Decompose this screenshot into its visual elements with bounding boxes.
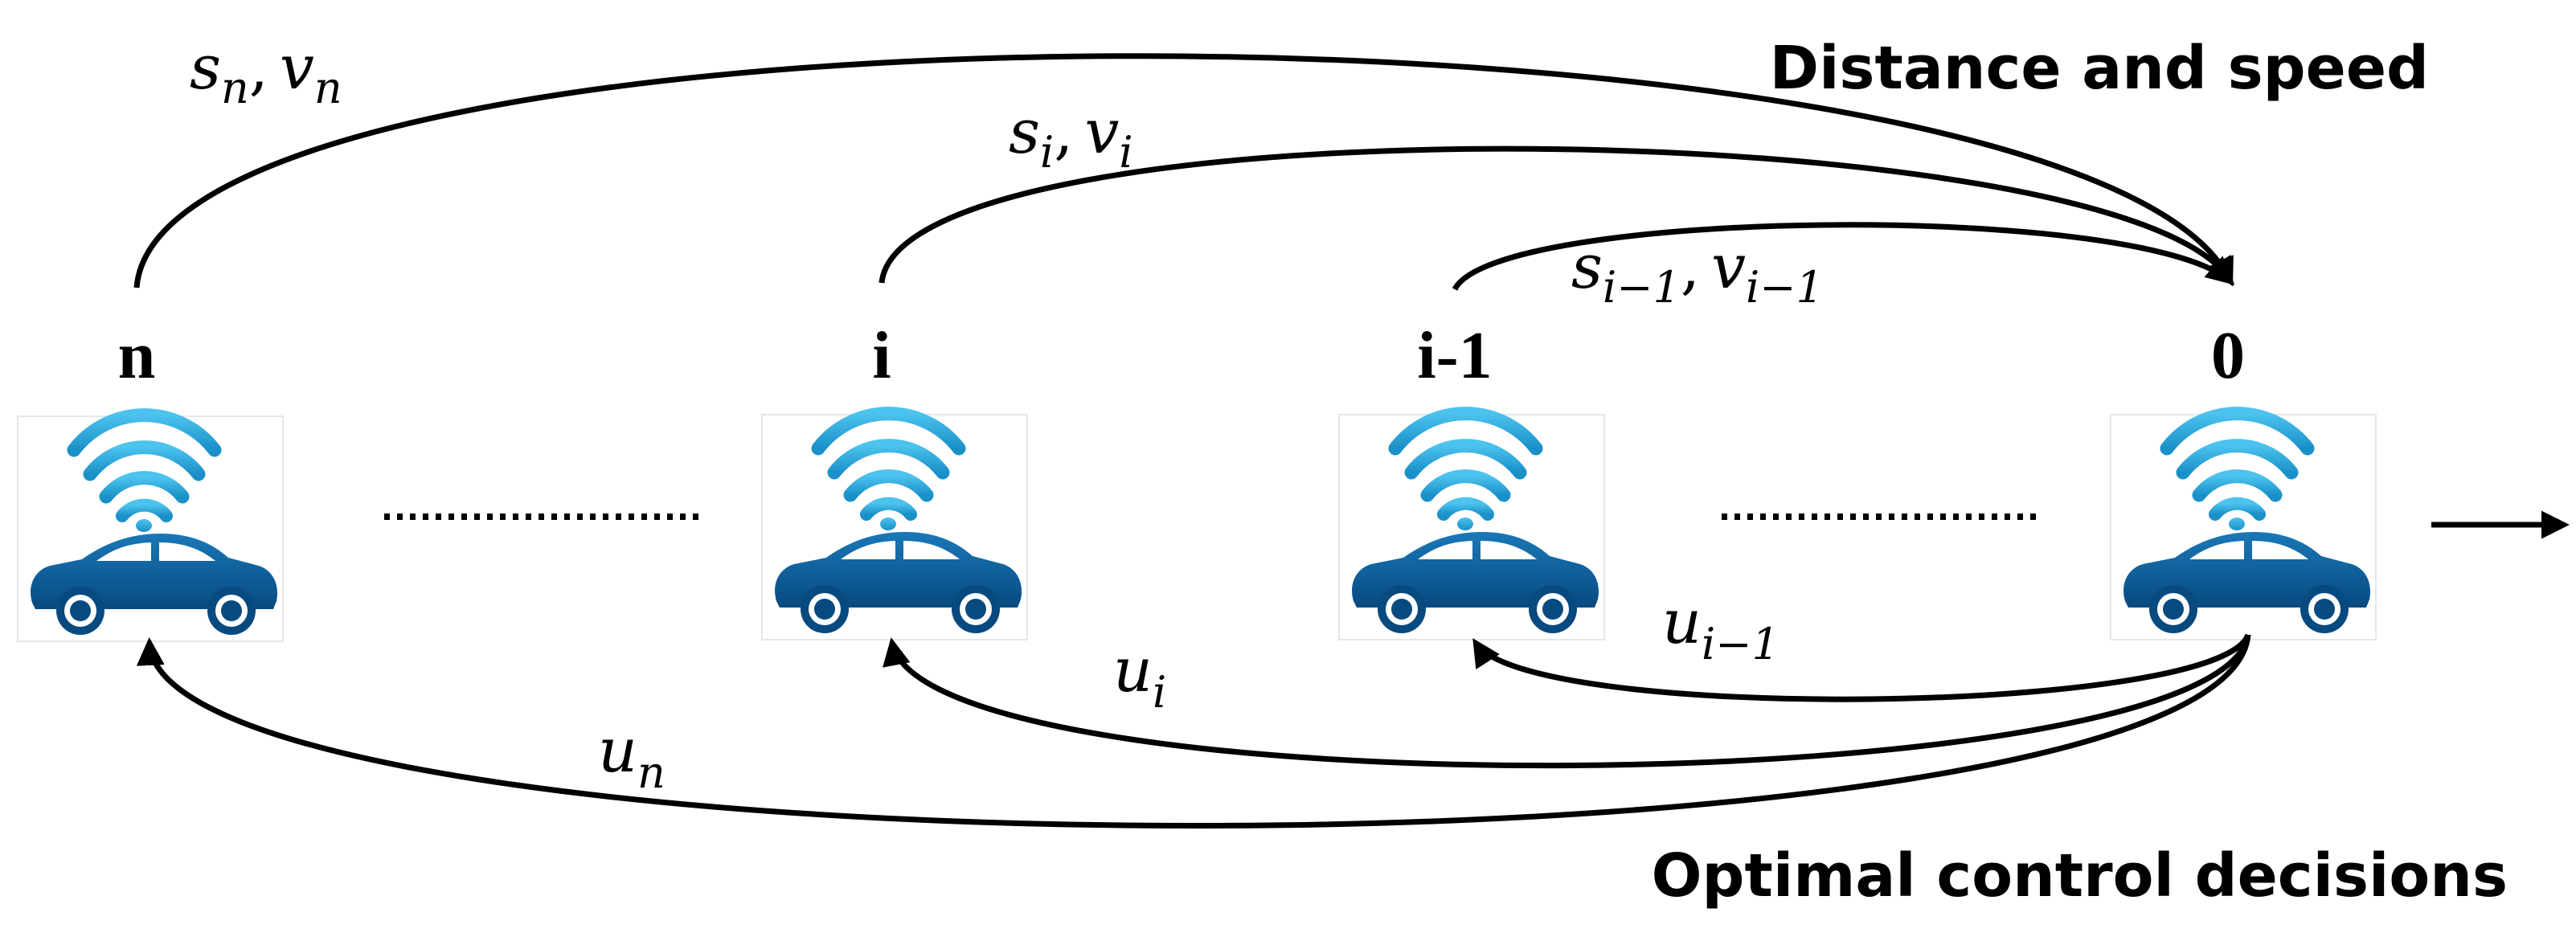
control-label-i-minus-1: ui−1 [1662, 586, 1779, 669]
vehicle-n: n [18, 318, 283, 641]
vehicle-i-minus-1: i-1 [1339, 318, 1604, 640]
connected-car-icon [2111, 414, 2376, 640]
caption-control-decisions: Optimal control decisions [1652, 841, 2508, 910]
connected-car-icon [18, 415, 283, 641]
control-arc-i-minus-1 [1472, 633, 2251, 702]
vehicle-label-0: 0 [2211, 318, 2245, 393]
vehicle-i: i [762, 318, 1027, 640]
feedback-label-i: si,vi [1009, 96, 1133, 178]
caption-distance-speed: Distance and speed [1770, 34, 2429, 103]
vehicle-0: 0 [2111, 318, 2376, 640]
feedback-arc-i-minus-1 [1452, 222, 2235, 291]
feedback-label-n: sn,vn [190, 31, 342, 113]
feedback-arc-i [878, 145, 2234, 286]
feedback-arc-n [133, 53, 2234, 288]
vehicle-label-i-minus-1: i-1 [1417, 318, 1492, 393]
control-arc-n [137, 634, 2251, 829]
feedback-label-i-minus-1: si−1,vi−1 [1571, 231, 1824, 313]
vehicle-label-n: n [118, 318, 156, 393]
connected-car-icon [762, 414, 1027, 640]
vehicle-label-i: i [872, 318, 891, 393]
control-label-i: ui [1113, 634, 1166, 718]
connected-car-icon [1339, 414, 1604, 640]
control-arc-i [883, 634, 2251, 769]
control-label-n: un [598, 714, 666, 798]
